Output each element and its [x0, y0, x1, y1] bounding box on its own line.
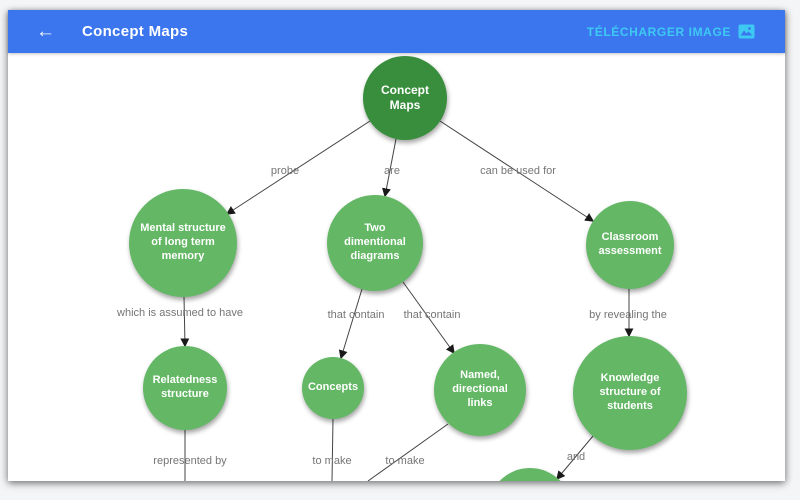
node-relatedness-structure[interactable]: Relatedness structure: [143, 346, 227, 430]
edge-and: [556, 435, 594, 481]
edge-that-contain-1: [338, 288, 363, 360]
edge-can-be-used-for: [439, 120, 595, 222]
download-image-button[interactable]: TÉLÉCHARGER IMAGE: [587, 24, 755, 39]
node-label: Concepts: [307, 381, 359, 394]
node-two-dimentional-diagrams[interactable]: Two dimentional diagrams: [327, 195, 423, 291]
node-named-directional-links[interactable]: Named, directional links: [434, 344, 526, 436]
node-concepts[interactable]: Concepts: [302, 357, 364, 419]
edge-to-make-2: [367, 423, 449, 481]
node-label: Classroom assessment: [598, 231, 662, 257]
download-button-label: TÉLÉCHARGER IMAGE: [586, 24, 731, 39]
edges-svg: [180, 120, 634, 481]
node-concept-maps[interactable]: Concept Maps: [363, 56, 447, 140]
edge-are: [382, 138, 397, 198]
node-mental-structure[interactable]: Mental structure of long term memory: [129, 189, 237, 297]
node-classroom-assessment[interactable]: Classroom assessment: [586, 201, 674, 289]
node-label: Mental structure of long term memory: [140, 222, 226, 262]
node-label: Knowledge structure of students: [599, 372, 661, 412]
edge-probe: [225, 120, 371, 215]
page-title: Concept Maps: [82, 23, 189, 40]
node-label: Named, directional links: [452, 369, 508, 409]
edge-to-make-1: [331, 418, 334, 481]
app-card: ← Concept Maps TÉLÉCHARGER IMAGE: [8, 10, 785, 481]
app-bar: ← Concept Maps TÉLÉCHARGER IMAGE: [8, 10, 785, 53]
back-arrow-icon[interactable]: ←: [36, 20, 55, 42]
node-label: Concept Maps: [381, 83, 429, 112]
edge-that-contain-2: [402, 281, 455, 355]
image-icon: [738, 24, 755, 39]
node-label: Two dimentional diagrams: [344, 222, 406, 262]
node-knowledge-structure[interactable]: Knowledge structure of students: [573, 336, 687, 450]
edge-which-is-assumed: [180, 296, 190, 348]
node-label: Relatedness structure: [152, 374, 218, 400]
concept-map-canvas[interactable]: Concept Maps Mental structure of long te…: [8, 53, 785, 481]
